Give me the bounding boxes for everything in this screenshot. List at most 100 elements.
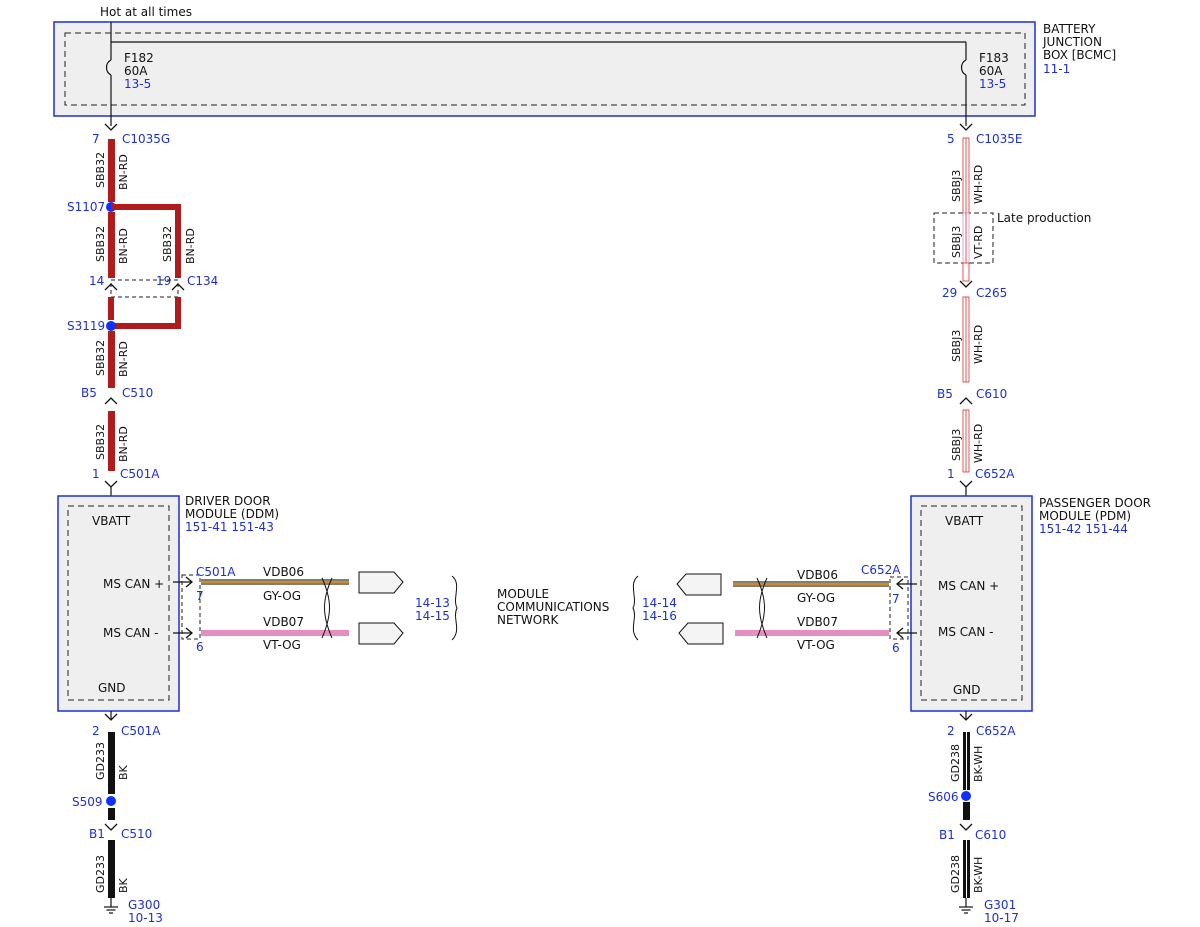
- c501a-label[interactable]: C501A: [120, 467, 160, 481]
- left-ref-2[interactable]: 14-15: [415, 609, 450, 623]
- splice-s606-label[interactable]: S606: [928, 790, 959, 804]
- wire-gd233-segment-2: [108, 840, 115, 898]
- wire-sbb32-id-4: SBB32: [94, 340, 107, 376]
- ddm-can-connector[interactable]: C501A: [196, 565, 236, 579]
- right-gnd-conn[interactable]: C652A: [976, 724, 1016, 738]
- connector-c1035g-icon: [104, 123, 118, 131]
- c652a-pin-1: 1: [947, 467, 955, 481]
- ddm-can-plus: MS CAN +: [103, 577, 164, 591]
- ddm-gnd: GND: [98, 681, 126, 695]
- brace-left-icon: [451, 575, 458, 641]
- fuse-f183-ref[interactable]: 13-5: [979, 77, 1006, 91]
- wire-bkwh-color-2: BK-WH: [972, 857, 985, 893]
- fuse-f182-ref[interactable]: 13-5: [124, 77, 151, 91]
- wire-whrd-color-1: WH-RD: [972, 165, 985, 204]
- connector-c610-gnd-icon: [959, 823, 973, 831]
- connector-c610-icon: [959, 397, 973, 405]
- twisted-pair-right-icon: [756, 577, 768, 639]
- wire-vdb07-right: [735, 630, 889, 636]
- ddm-refs[interactable]: 151-41 151-43: [185, 520, 274, 534]
- wire-gd233-id-1: GD233: [94, 742, 107, 780]
- continuation-arrow-right-plus[interactable]: [676, 573, 722, 596]
- wire-bk-color-1: BK: [117, 764, 130, 780]
- bjb-page-ref[interactable]: 11-1: [1043, 62, 1070, 76]
- right-wire-plus-color: GY-OG: [797, 591, 835, 605]
- ground-g300-label[interactable]: G300: [128, 898, 160, 912]
- c510-label[interactable]: C510: [122, 386, 153, 400]
- wire-bnrd-color-2: BN-RD: [117, 228, 130, 264]
- ddm-can-pin-minus: 6: [196, 640, 204, 654]
- driver-door-module-box: [57, 495, 180, 712]
- splice-s606-dot: [961, 791, 971, 801]
- continuation-arrow-right-minus[interactable]: [678, 622, 724, 645]
- fuse-f182-id: F182: [124, 51, 154, 65]
- pdm-can-pin-minus: 6: [892, 641, 900, 655]
- connector-c265-icon: [959, 280, 973, 288]
- connector-c510-icon: [104, 397, 118, 405]
- right-gnd-conn2[interactable]: C610: [975, 828, 1006, 842]
- network-line-1: MODULE: [497, 587, 549, 601]
- connector-c652a-can-minus-icon: [895, 627, 904, 639]
- bjb-title-line-1: BATTERY: [1043, 22, 1096, 36]
- network-line-2: COMMUNICATIONS: [497, 600, 609, 614]
- splice-s1107-label[interactable]: S1107: [67, 200, 105, 214]
- fuse-f183-icon: [960, 59, 967, 76]
- ddm-title-line-1: DRIVER DOOR: [185, 494, 271, 508]
- pdm-can-pin-plus: 7: [892, 592, 900, 606]
- wire-gd233-segment-1: [108, 732, 115, 794]
- pdm-can-connector[interactable]: C652A: [861, 563, 901, 577]
- continuation-arrow-left-plus[interactable]: [358, 571, 404, 594]
- bjb-inner-outline: [64, 32, 1026, 106]
- wire-sbb32-branch-top: [111, 204, 181, 278]
- wire-sbb32-id-5: SBB32: [94, 424, 107, 460]
- connector-c510-gnd-icon: [104, 823, 118, 831]
- pdm-title-line-1: PASSENGER DOOR: [1039, 496, 1151, 510]
- left-wire-plus-color: GY-OG: [263, 589, 301, 603]
- fuse-f182-rating: 60A: [124, 64, 148, 78]
- right-ref-1[interactable]: 14-14: [642, 596, 677, 610]
- wire-bk-color-2: BK: [117, 877, 130, 893]
- splice-s509-label[interactable]: S509: [72, 795, 103, 809]
- ground-g301-label[interactable]: G301: [984, 898, 1016, 912]
- left-gnd-pin-b1: B1: [89, 827, 105, 841]
- connector-c652a-gnd-icon: [959, 713, 973, 721]
- c1035e-label[interactable]: C1035E: [976, 132, 1023, 146]
- ground-g300-ref[interactable]: 10-13: [128, 911, 163, 925]
- c134-label[interactable]: C134: [187, 274, 218, 288]
- wire-bkwh-color-1: BK-WH: [972, 746, 985, 782]
- c501a-pin-1: 1: [92, 467, 100, 481]
- c265-label[interactable]: C265: [976, 286, 1007, 300]
- pdm-can-minus: MS CAN -: [938, 625, 994, 639]
- ddm-can-minus: MS CAN -: [103, 626, 159, 640]
- connector-c501a-can-minus-icon: [185, 627, 194, 639]
- wire-gd238-id-2: GD238: [949, 855, 962, 893]
- wire-sbbj3-id-late: SBBJ3: [950, 226, 963, 258]
- wire-sbb32-branch-bottom: [111, 297, 181, 329]
- continuation-arrow-left-minus[interactable]: [358, 622, 404, 645]
- left-wire-minus-id: VDB07: [263, 615, 304, 629]
- c1035g-label[interactable]: C1035G: [122, 132, 170, 146]
- connector-c501a-gnd-icon: [104, 713, 118, 721]
- bjb-title-line-2: JUNCTION: [1042, 35, 1102, 49]
- c652a-label[interactable]: C652A: [975, 467, 1015, 481]
- splice-s3119-label[interactable]: S3119: [67, 319, 105, 333]
- network-line-3: NETWORK: [497, 613, 560, 627]
- right-gnd-pin: 2: [947, 724, 955, 738]
- wire-gd238-id-1: GD238: [949, 744, 962, 782]
- left-ref-1[interactable]: 14-13: [415, 596, 450, 610]
- left-gnd-conn2[interactable]: C510: [121, 827, 152, 841]
- bjb-title-line-3: BOX [BCMC]: [1043, 48, 1116, 62]
- c610-label[interactable]: C610: [976, 387, 1007, 401]
- left-gnd-conn[interactable]: C501A: [121, 724, 161, 738]
- c610-pin-b5: B5: [937, 387, 953, 401]
- splice-s509-dot: [106, 796, 116, 806]
- hot-at-all-times-label: Hot at all times: [100, 5, 192, 19]
- right-wire-plus-id: VDB06: [797, 568, 838, 582]
- right-ref-2[interactable]: 14-16: [642, 609, 677, 623]
- ground-g301-ref[interactable]: 10-17: [984, 911, 1019, 925]
- wire-bnrd-color-4: BN-RD: [117, 341, 130, 377]
- connector-c501a-can-plus-icon: [185, 576, 194, 588]
- brace-right-icon: [632, 575, 639, 641]
- pdm-refs[interactable]: 151-42 151-44: [1039, 522, 1128, 536]
